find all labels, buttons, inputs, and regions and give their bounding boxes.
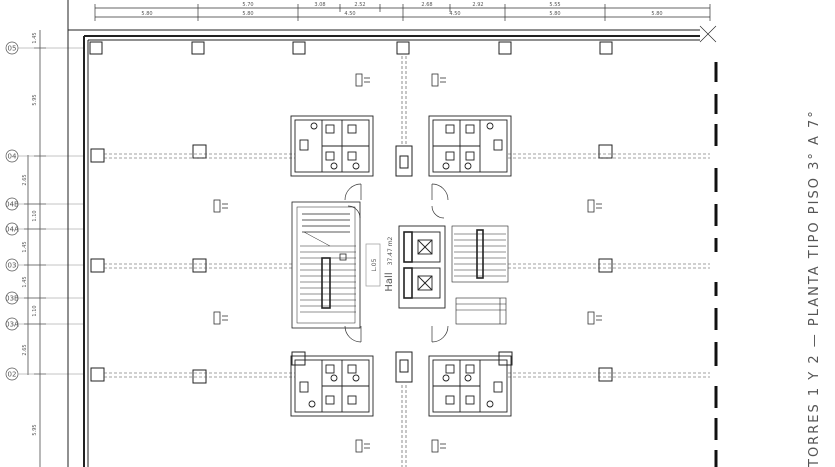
dim-label: 5.95 <box>32 424 38 435</box>
dim-label: 5.80 <box>141 11 152 17</box>
dim-label: 1.45 <box>22 241 28 252</box>
dim-label: 5.55 <box>549 2 560 8</box>
axis-label: 03A <box>5 321 19 329</box>
room-area: 37.47 m2 <box>387 236 394 265</box>
room-label: Hall <box>384 272 395 291</box>
axis-label: 04B <box>5 201 19 209</box>
dim-label: 1.45 <box>32 32 38 43</box>
core-shafts <box>395 145 413 383</box>
axis-label: 04 <box>8 153 17 161</box>
axis-label: 03 <box>8 262 17 270</box>
dim-label: 4.50 <box>449 11 460 17</box>
restroom-block-top-right <box>428 115 512 177</box>
top-dimension-labels: 5.70 3.08 2.52 2.68 2.92 5.55 5.80 5.80 … <box>141 2 662 17</box>
drawing-title: TORRES 1 Y 2 — PLANTA TIPO PISO 3° A 7° <box>807 109 822 467</box>
exterior-walls <box>67 0 717 467</box>
axis-bubbles <box>5 41 19 381</box>
top-dimension-chain <box>94 4 711 21</box>
stair-right <box>451 225 509 325</box>
core-label: L.05 <box>365 243 381 287</box>
axis-label: 05 <box>8 45 17 53</box>
dim-label: 3.08 <box>314 2 325 8</box>
dim-label: 2.65 <box>22 344 28 355</box>
stair-left <box>291 201 361 329</box>
dim-label: 1.45 <box>22 276 28 287</box>
dim-label: 5.80 <box>651 11 662 17</box>
restroom-block-bottom-left <box>290 355 374 417</box>
axis-leader-lines <box>18 47 85 375</box>
dim-label: 2.68 <box>421 2 432 8</box>
dim-label: 2.52 <box>354 2 365 8</box>
elevator-bank <box>398 225 446 309</box>
dim-label: 5.80 <box>549 11 560 17</box>
left-dimension-labels: 1.45 5.95 2.65 1.10 1.45 1.45 1.10 2.65 … <box>22 32 38 435</box>
fixture-marks <box>213 73 602 453</box>
door-swings <box>344 183 449 343</box>
structural-columns <box>89 41 613 384</box>
dim-label: 2.92 <box>472 2 483 8</box>
dim-label: 4.50 <box>344 11 355 17</box>
core-label-text: L.05 <box>371 258 378 271</box>
restroom-block-top-left <box>290 115 374 177</box>
dim-label: 5.95 <box>32 94 38 105</box>
dim-label: 5.80 <box>242 11 253 17</box>
dim-label: 2.65 <box>22 174 28 185</box>
dim-label: 1.10 <box>32 305 38 316</box>
dim-label: 5.70 <box>242 2 253 8</box>
restroom-block-bottom-right <box>428 355 512 417</box>
axis-labels: 05 04 04B 04A 03 03B 03A 02 <box>5 45 19 379</box>
axis-label: 03B <box>5 295 19 303</box>
axis-label: 04A <box>5 226 19 234</box>
beams <box>104 56 710 467</box>
dim-label: 1.10 <box>32 210 38 221</box>
axis-label: 02 <box>8 371 17 379</box>
